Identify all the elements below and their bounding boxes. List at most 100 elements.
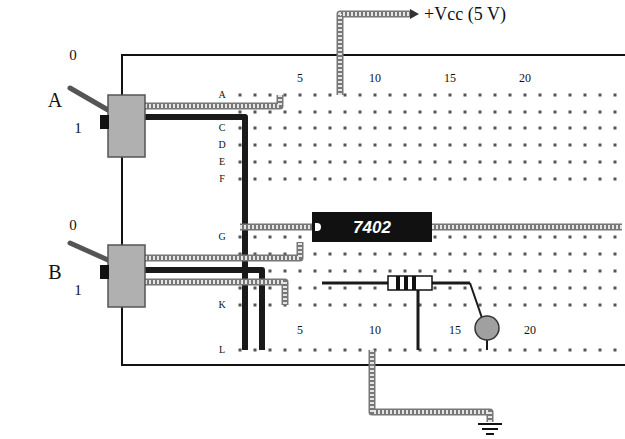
hole — [269, 304, 272, 307]
hole — [344, 111, 347, 114]
hole — [614, 304, 617, 307]
hole — [464, 253, 467, 256]
wire-outline — [372, 350, 490, 422]
hole — [614, 349, 617, 352]
ic-chip: 7402 — [312, 212, 432, 242]
hole — [404, 270, 407, 273]
hole — [614, 127, 617, 130]
wire-core — [240, 225, 312, 229]
hole — [569, 178, 572, 181]
hole — [434, 304, 437, 307]
hole — [404, 94, 407, 97]
hole — [239, 349, 242, 352]
hole — [314, 111, 317, 114]
hole — [404, 253, 407, 256]
hole — [599, 253, 602, 256]
hole — [299, 236, 302, 239]
hole — [434, 161, 437, 164]
hole — [374, 270, 377, 273]
hole — [584, 178, 587, 181]
hole — [329, 349, 332, 352]
hole — [584, 111, 587, 114]
led-symbol — [475, 316, 499, 340]
hole — [239, 178, 242, 181]
vcc-wire — [340, 14, 412, 95]
resistor-band — [396, 276, 400, 290]
hole — [419, 94, 422, 97]
hole — [494, 127, 497, 130]
hole — [524, 349, 527, 352]
switch-name: A — [48, 90, 62, 110]
hole — [524, 253, 527, 256]
wire-core — [145, 242, 300, 258]
hole — [599, 349, 602, 352]
hole — [464, 304, 467, 307]
hole — [359, 287, 362, 290]
hole — [329, 270, 332, 273]
hole — [389, 127, 392, 130]
hole — [464, 236, 467, 239]
hole — [614, 270, 617, 273]
hole — [584, 349, 587, 352]
ground-symbol — [486, 433, 494, 435]
hole — [599, 270, 602, 273]
hole — [254, 178, 257, 181]
hole — [314, 270, 317, 273]
hole — [389, 349, 392, 352]
hole — [344, 178, 347, 181]
hole — [284, 178, 287, 181]
hole — [314, 144, 317, 147]
hole — [479, 349, 482, 352]
hole — [314, 178, 317, 181]
hole — [464, 127, 467, 130]
switch-state: 1 — [74, 283, 82, 298]
hole — [449, 349, 452, 352]
column-number: 20 — [524, 324, 536, 336]
hole — [599, 144, 602, 147]
hole — [449, 127, 452, 130]
hole — [599, 111, 602, 114]
row-letter: A — [218, 90, 225, 100]
hole — [374, 304, 377, 307]
hole — [494, 304, 497, 307]
wire-core — [432, 225, 622, 229]
hole — [524, 304, 527, 307]
wire-outline — [432, 224, 622, 231]
hole — [389, 94, 392, 97]
hole — [359, 253, 362, 256]
hole — [389, 144, 392, 147]
hole — [419, 144, 422, 147]
hole — [419, 178, 422, 181]
hole — [389, 253, 392, 256]
hole — [569, 144, 572, 147]
wire-outline — [340, 14, 412, 95]
hole — [314, 304, 317, 307]
hole — [569, 94, 572, 97]
hole — [584, 270, 587, 273]
hole — [584, 127, 587, 130]
hole — [359, 161, 362, 164]
hole — [404, 161, 407, 164]
hole — [254, 144, 257, 147]
hole — [329, 127, 332, 130]
hole — [419, 111, 422, 114]
hole — [539, 127, 542, 130]
hole — [599, 236, 602, 239]
hole — [254, 304, 257, 307]
hole — [299, 127, 302, 130]
hole — [434, 94, 437, 97]
resistor-wire — [417, 290, 420, 350]
hole — [434, 253, 437, 256]
hole — [479, 236, 482, 239]
hole — [329, 111, 332, 114]
hole — [584, 161, 587, 164]
hole — [599, 287, 602, 290]
hole — [269, 144, 272, 147]
hole — [464, 270, 467, 273]
hole — [434, 144, 437, 147]
hole — [284, 94, 287, 97]
breadboard-outline — [122, 55, 625, 365]
resistor-band — [404, 276, 408, 290]
hole — [539, 94, 542, 97]
switch-name: B — [48, 262, 61, 282]
